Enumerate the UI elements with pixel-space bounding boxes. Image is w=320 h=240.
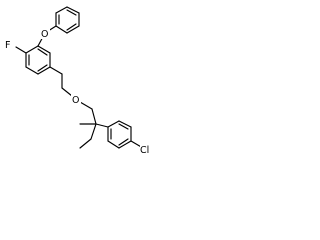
atom-label-o-benzylic: O xyxy=(72,95,79,106)
bond xyxy=(37,45,51,54)
bond xyxy=(15,46,27,54)
bond xyxy=(79,138,92,149)
molecule-diagram: F O O Cl xyxy=(4,6,156,156)
bond xyxy=(25,45,39,54)
bond xyxy=(66,25,80,34)
bond xyxy=(118,120,132,128)
bond xyxy=(55,25,68,34)
bond xyxy=(66,6,80,14)
bond-double xyxy=(118,138,129,146)
structure-canvas: F O O Cl xyxy=(0,0,167,193)
bond-double xyxy=(66,9,77,16)
atom-label-f: F xyxy=(5,40,10,51)
bond xyxy=(107,140,120,149)
fluorophenyl-ring xyxy=(25,45,51,75)
bond-double xyxy=(37,48,48,56)
bond xyxy=(55,6,68,14)
bond xyxy=(37,66,51,75)
atom-label-o-phenoxy: O xyxy=(41,29,48,40)
bond xyxy=(90,123,97,140)
bond xyxy=(49,66,63,75)
bond xyxy=(118,140,132,149)
bond xyxy=(91,108,97,125)
atom-label-cl: Cl xyxy=(140,145,149,156)
bond-double xyxy=(118,123,129,130)
bond xyxy=(25,66,39,75)
chlorophenyl-ring xyxy=(107,120,132,149)
bond xyxy=(61,87,73,97)
bond xyxy=(79,101,93,110)
phenoxy-ring xyxy=(55,6,80,34)
bond xyxy=(107,120,120,128)
bond-double xyxy=(37,64,48,72)
bond-double xyxy=(66,23,77,31)
bond xyxy=(95,123,109,128)
